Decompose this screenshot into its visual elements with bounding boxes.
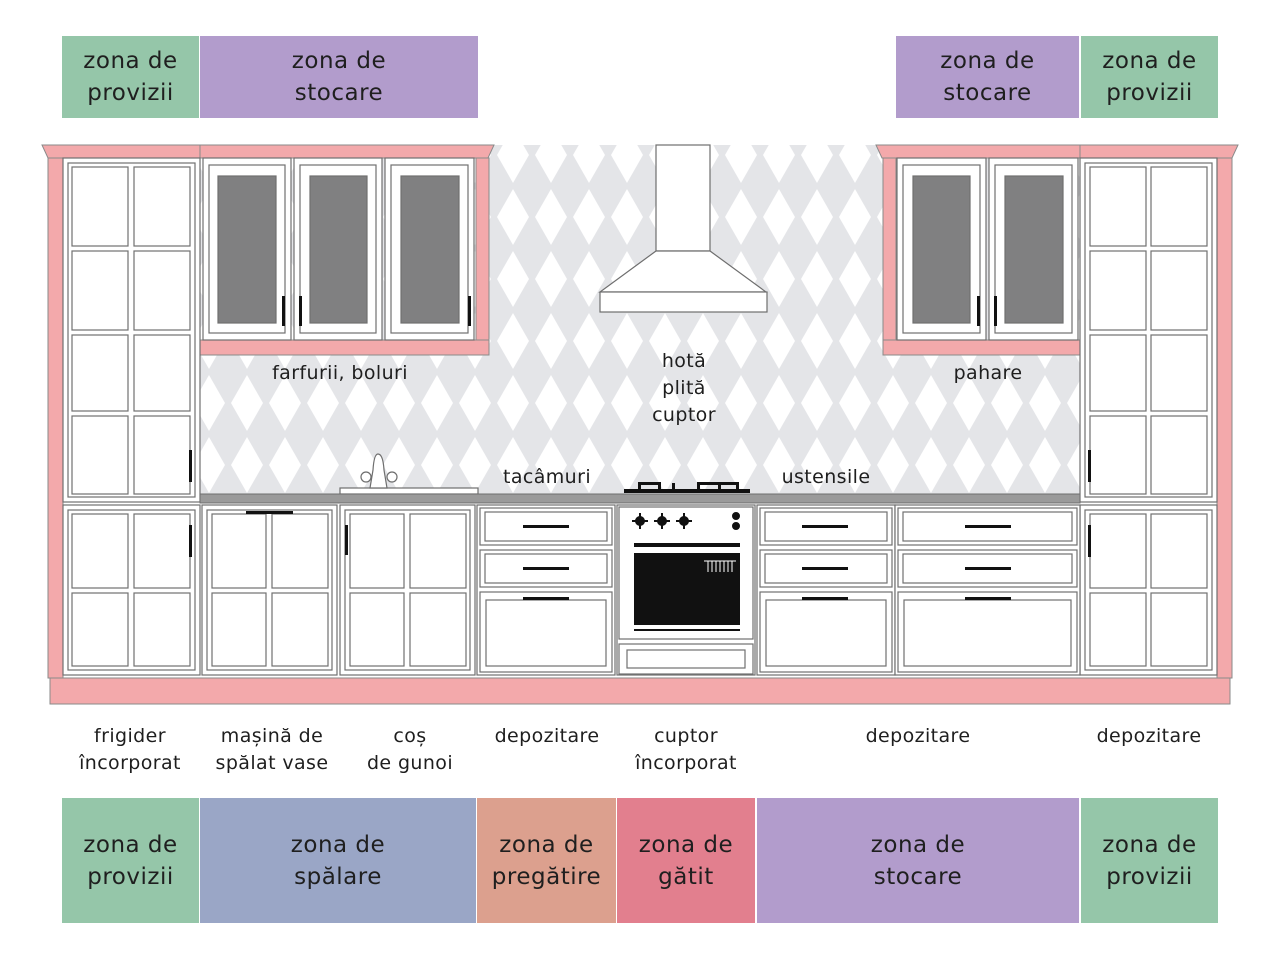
top-zone-stocare-right: zona de stocare <box>896 36 1079 118</box>
oven-vents <box>704 560 736 572</box>
label-storage-2: depozitare <box>865 725 971 747</box>
bottom-zone-provizii-right: zona de provizii <box>1081 798 1218 923</box>
pink-trim <box>41 144 1239 705</box>
bottom-zone-spalare: zona de spălare <box>200 798 476 923</box>
bottom-zone-stocare: zona de stocare <box>757 798 1079 923</box>
base-cabinets <box>201 504 1081 676</box>
bottom-zone-provizii-left-label: zona de provizii <box>83 831 178 890</box>
label-fridge: frigider încorporat <box>79 725 181 774</box>
bottom-zone-pregatire: zona de pregătire <box>477 798 616 923</box>
label-utensils: ustensile <box>781 466 871 488</box>
top-zone-stocare-left-label: zona de stocare <box>291 48 387 106</box>
top-zone-stocare-left: zona de stocare <box>200 36 478 118</box>
pantry-left <box>62 157 201 676</box>
countertop <box>199 493 1081 504</box>
bottom-zone-gatit: zona de gătit <box>617 798 755 923</box>
bottom-zone-spalare-label: zona de spălare <box>290 831 386 890</box>
label-oven: cuptor încorporat <box>635 725 737 774</box>
label-cutlery: tacâmuri <box>502 466 592 488</box>
label-storage-1: depozitare <box>494 725 600 747</box>
cooktop-burners <box>624 482 750 493</box>
top-zone-provizii-left: zona de provizii <box>62 36 199 118</box>
top-zone-provizii-left-label: zona de provizii <box>83 48 178 106</box>
pantry-right <box>1079 157 1218 676</box>
label-dishwasher: mașină de spălat vase <box>215 725 329 774</box>
label-glasses: pahare <box>953 362 1023 384</box>
oven-front <box>634 543 740 631</box>
faucet <box>339 453 479 495</box>
cabinet-handles <box>246 511 1011 600</box>
bottom-zone-provizii-right-label: zona de provizii <box>1102 831 1197 890</box>
top-zone-stocare-right-label: zona de stocare <box>940 48 1035 106</box>
label-plates: farfurii, boluri <box>272 362 408 384</box>
upper-cabinets-left <box>202 157 475 341</box>
range-hood <box>598 144 768 313</box>
label-storage-3: depozitare <box>1096 725 1202 747</box>
upper-cabinets-right <box>896 157 1079 341</box>
bottom-zone-pregatire-label: zona de pregătire <box>491 831 602 890</box>
label-hood-stack: hotă plită cuptor <box>652 350 716 426</box>
label-bin: coș de gunoi <box>366 725 454 774</box>
bottom-zone-provizii-left: zona de provizii <box>62 798 199 923</box>
bottom-zone-gatit-label: zona de gătit <box>638 831 734 890</box>
bottom-zone-stocare-label: zona de stocare <box>870 831 966 890</box>
top-zone-provizii-right: zona de provizii <box>1081 36 1218 118</box>
oven-knobs <box>632 512 740 530</box>
top-zone-provizii-right-label: zona de provizii <box>1102 48 1197 106</box>
